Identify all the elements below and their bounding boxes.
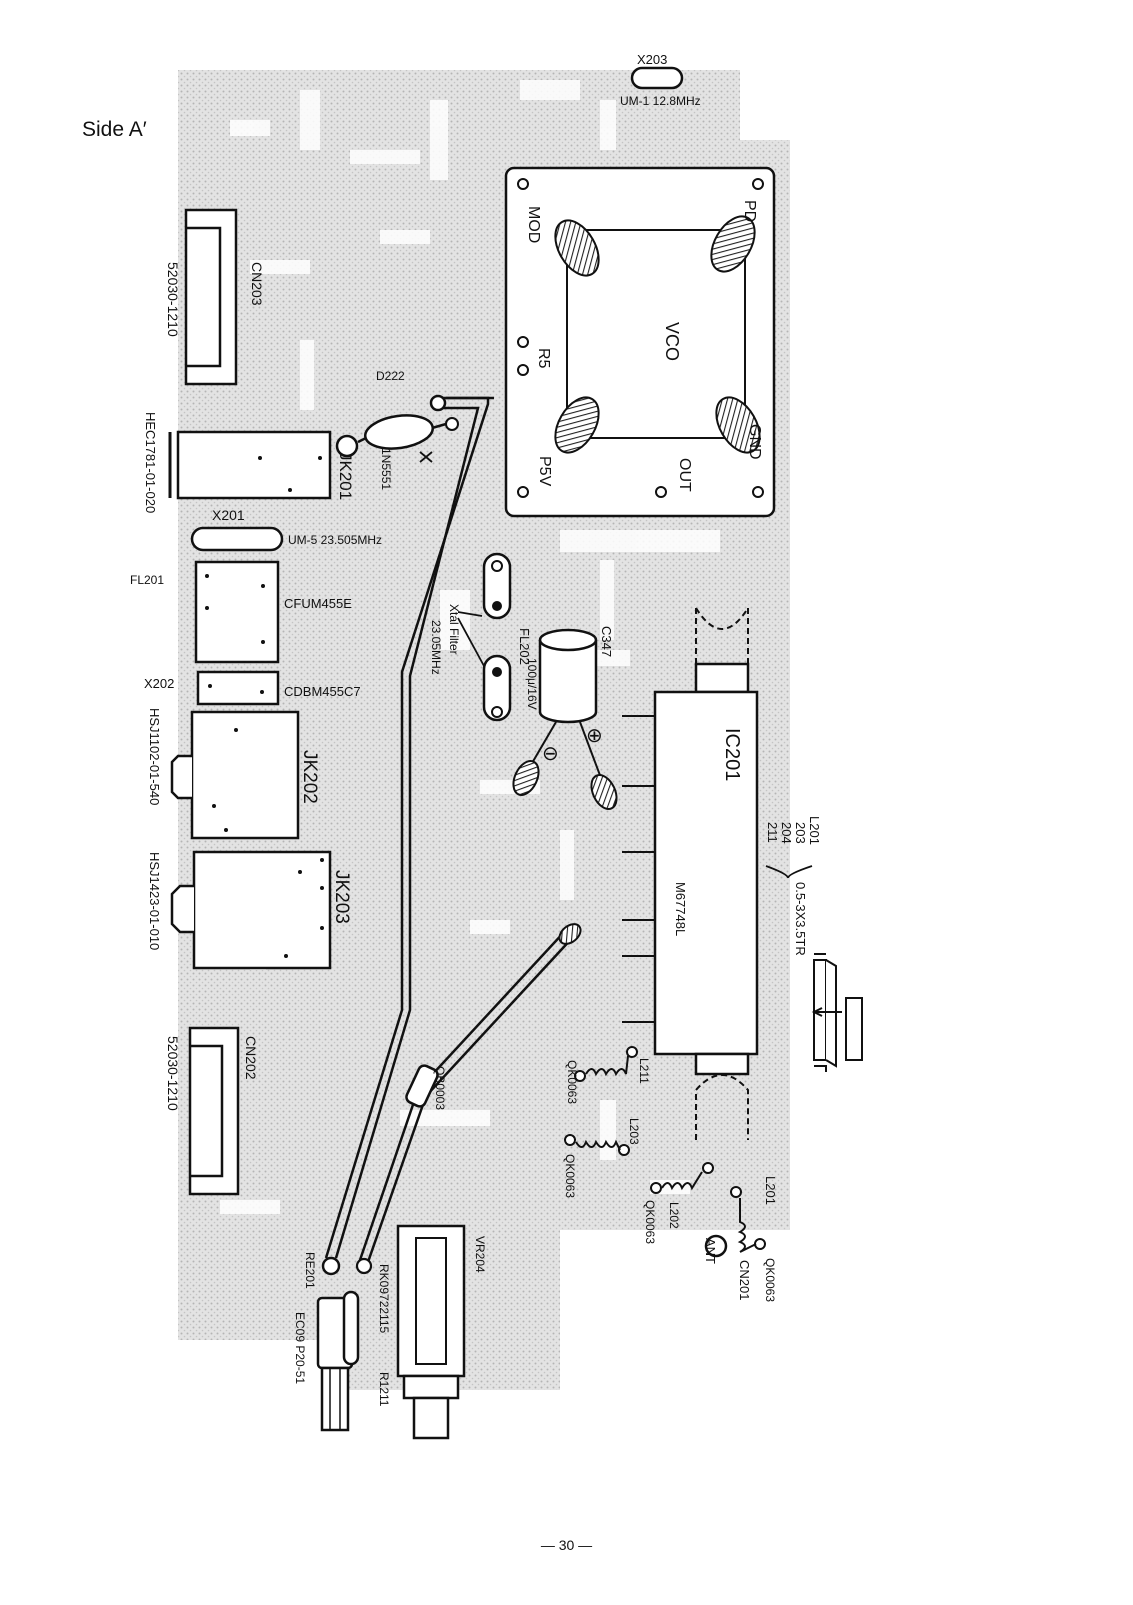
vco-pin-pd: PD bbox=[741, 200, 758, 222]
d222-diode: D222 1N5551 bbox=[335, 369, 459, 490]
c347-plus: ⊕ bbox=[586, 725, 603, 747]
cn202-part: 52030-1210 bbox=[165, 1036, 181, 1111]
fl202-xtal-filter: FL202 Xtal Filter 23.05MHz bbox=[429, 552, 532, 722]
l201-ref: L201 bbox=[763, 1176, 778, 1205]
qb0003-shielded-wire: QB0003 bbox=[355, 923, 582, 1275]
ic201-chip: IC201 M67748L bbox=[622, 607, 759, 1140]
vr204-part: RK09722115 bbox=[377, 1264, 391, 1333]
coil-ref-l201: L201 bbox=[807, 816, 822, 845]
fl201-part: CFUM455E bbox=[284, 596, 352, 611]
vco-module: VCO MOD PD R5 GND P5V OUT bbox=[504, 166, 776, 518]
coil-group-label: L201 203 204 211 0.5-3X3.5TR bbox=[765, 816, 822, 956]
vco-pin-p5v: P5V bbox=[536, 456, 553, 487]
l211-ref: L211 bbox=[637, 1058, 651, 1084]
vco-pin-out: OUT bbox=[676, 458, 693, 492]
jk203-ref: JK203 bbox=[331, 870, 352, 924]
fl201-ref: FL201 bbox=[130, 573, 164, 587]
vr204-ref: VR204 bbox=[473, 1236, 487, 1273]
x202-part: CDBM455C7 bbox=[284, 684, 361, 699]
cn201-antenna: ANT CN201 bbox=[703, 1234, 752, 1300]
vco-pin-mod: MOD bbox=[525, 206, 542, 243]
ic201-part: M67748L bbox=[673, 882, 688, 936]
re201-ref: RE201 bbox=[303, 1252, 317, 1289]
x202-resonator: X202 CDBM455C7 bbox=[144, 670, 361, 706]
l201-part: QK0063 bbox=[763, 1258, 777, 1302]
r1211-ref: R1211 bbox=[377, 1372, 391, 1407]
jk203-part: HSJ1423-01-010 bbox=[147, 852, 162, 950]
coil-ref-211: 211 bbox=[765, 822, 780, 843]
re201-part: EC09 P20-51 bbox=[293, 1312, 307, 1384]
jk201-part: HEC1781-01-020 bbox=[143, 412, 158, 513]
qb0003-part: QB0003 bbox=[433, 1066, 447, 1110]
fl201-filter: FL201 CFUM455E bbox=[130, 560, 352, 664]
x202-ref: X202 bbox=[144, 676, 174, 691]
vco-pin-r5: R5 bbox=[535, 348, 552, 369]
l211-part: QK0063 bbox=[565, 1060, 579, 1104]
cn203-ref: CN203 bbox=[249, 262, 265, 306]
l211-coil: L211 QK0063 bbox=[565, 1046, 651, 1104]
cn202-ref: CN202 bbox=[243, 1036, 259, 1080]
l202-coil: L202 QK0063 bbox=[643, 1162, 714, 1244]
x203-ref: X203 bbox=[637, 52, 667, 67]
cn203-connector: CN203 52030-1210 bbox=[165, 208, 265, 386]
jk201-ref: JK201 bbox=[336, 452, 355, 500]
fl202-note-1: Xtal Filter bbox=[447, 604, 461, 655]
jk203-jack: JK203 HSJ1423-01-010 bbox=[147, 850, 352, 970]
coil-ref-203: 203 bbox=[793, 822, 808, 844]
coil-ref-204: 204 bbox=[779, 822, 794, 844]
x201-ref: X201 bbox=[212, 507, 245, 523]
re201-rotary-encoder: RE201 EC09 P20-51 R1211 bbox=[293, 1252, 391, 1432]
cn201-note: ANT bbox=[703, 1238, 718, 1264]
page-number: — 30 — bbox=[540, 1537, 593, 1553]
fl202-ref: FL202 bbox=[517, 628, 532, 665]
l202-ref: L202 bbox=[667, 1202, 681, 1229]
ic201-ref: IC201 bbox=[721, 728, 743, 781]
wire-to-re201 bbox=[321, 394, 494, 1276]
l202-part: QK0063 bbox=[643, 1200, 657, 1244]
jk202-ref: JK202 bbox=[299, 750, 320, 804]
x201-part: UM-5 23.505MHz bbox=[288, 533, 382, 547]
vco-pin-gnd: GND bbox=[746, 424, 763, 460]
l201-coil: L201 QK0063 bbox=[730, 1176, 778, 1302]
coil-part: 0.5-3X3.5TR bbox=[793, 882, 808, 956]
d222-ref: D222 bbox=[376, 369, 405, 383]
fl202-note-2: 23.05MHz bbox=[429, 620, 443, 675]
l203-ref: L203 bbox=[627, 1118, 641, 1145]
coil-mount-detail-icon bbox=[811, 953, 863, 1072]
l203-coil: L203 QK0063 bbox=[563, 1118, 641, 1198]
jk202-part: HSJ1102-01-540 bbox=[147, 708, 162, 805]
jk201-jack: JK201 HEC1781-01-020 bbox=[143, 412, 355, 513]
cn203-part: 52030-1210 bbox=[165, 262, 181, 337]
c347-ref: C347 bbox=[599, 626, 614, 657]
cn201-ref: CN201 bbox=[737, 1260, 752, 1300]
c347-minus: ⊖ bbox=[542, 743, 559, 765]
c347-capacitor: C347 100μ/16V ⊕ ⊖ bbox=[512, 626, 618, 810]
x203-crystal: X203 UM-1 12.8MHz bbox=[620, 52, 701, 108]
jk202-jack: JK202 HSJ1102-01-540 bbox=[147, 708, 320, 840]
cn202-connector: CN202 52030-1210 bbox=[165, 1026, 259, 1196]
x203-part: UM-1 12.8MHz bbox=[620, 94, 701, 108]
vr204-variable-resistor: VR204 RK09722115 bbox=[377, 1224, 487, 1440]
side-label: Side A′ bbox=[82, 118, 147, 141]
vco-label: VCO bbox=[662, 322, 682, 361]
c347-part: 100μ/16V bbox=[525, 658, 539, 710]
l203-part: QK0063 bbox=[563, 1154, 577, 1198]
x201-crystal: X201 UM-5 23.505MHz bbox=[190, 507, 382, 552]
d222-part: 1N5551 bbox=[379, 448, 393, 490]
